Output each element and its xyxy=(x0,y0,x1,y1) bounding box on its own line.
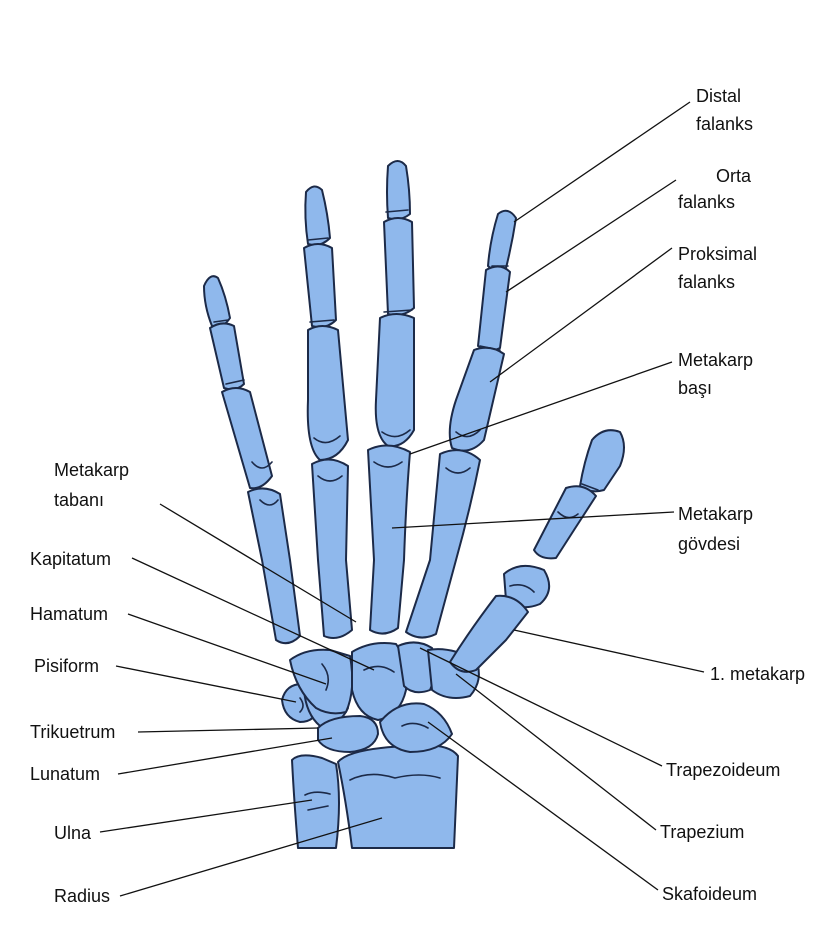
leader-lunatum xyxy=(117,737,333,775)
middle-finger xyxy=(367,160,415,635)
leader-skafoideum xyxy=(427,721,659,891)
label-metakarp-govdesi-line2: gövdesi xyxy=(678,534,740,554)
hand-skeleton xyxy=(203,160,625,849)
label-metakarp-basi-line1: Metakarp xyxy=(678,350,753,370)
label-trikuetrum: Trikuetrum xyxy=(30,722,115,742)
leader-radius xyxy=(119,817,383,897)
leader-ulna xyxy=(99,799,313,833)
label-metakarp-tabani-line2: tabanı xyxy=(54,490,104,510)
leader-orta-falanks xyxy=(505,179,677,293)
leader-1-metakarp xyxy=(513,629,705,673)
hamatum-bone xyxy=(289,648,354,715)
ring-finger xyxy=(303,185,353,639)
kapitatum-bone xyxy=(351,642,408,721)
leader-trapezoideum xyxy=(419,647,663,767)
label-metakarp-tabani-line1: Metakarp xyxy=(54,460,129,480)
leader-kapitatum xyxy=(131,557,375,671)
leader-proksimal-falanks xyxy=(489,247,673,383)
leader-trapezium xyxy=(455,673,657,831)
label-orta-falanks-line1: Orta xyxy=(716,166,752,186)
leader-metakarp-tabani xyxy=(159,503,357,623)
leader-lines xyxy=(99,101,705,897)
label-proksimal-falanks-line1: Proksimal xyxy=(678,244,757,264)
radius-bone xyxy=(337,744,459,849)
label-metakarp-basi-line2: başı xyxy=(678,378,712,398)
leader-metakarp-govdesi xyxy=(391,511,675,529)
label-trapezium: Trapezium xyxy=(660,822,744,842)
label-pisiform: Pisiform xyxy=(34,656,99,676)
label-orta-falanks-line2: falanks xyxy=(678,192,735,212)
little-finger xyxy=(203,275,301,645)
leader-hamatum xyxy=(127,613,327,685)
label-1-metakarp: 1. metakarp xyxy=(710,664,805,684)
label-radius: Radius xyxy=(54,886,110,906)
label-skafoideum: Skafoideum xyxy=(662,884,757,904)
leader-distal-falanks xyxy=(513,101,691,223)
leader-metakarp-basi xyxy=(409,361,673,455)
label-metakarp-govdesi-line1: Metakarp xyxy=(678,504,753,524)
label-trapezoideum: Trapezoideum xyxy=(666,760,780,780)
label-lunatum: Lunatum xyxy=(30,764,100,784)
leader-trikuetrum xyxy=(137,727,319,733)
thumb xyxy=(449,429,625,673)
leader-pisiform xyxy=(115,665,297,703)
labels: Distal falanks Orta falanks Proksimal fa… xyxy=(30,86,805,906)
label-ulna: Ulna xyxy=(54,823,92,843)
label-distal-falanks-line2: falanks xyxy=(696,114,753,134)
label-hamatum: Hamatum xyxy=(30,604,108,624)
index-finger xyxy=(405,209,517,639)
label-proksimal-falanks-line2: falanks xyxy=(678,272,735,292)
lunatum-bone xyxy=(317,715,379,753)
label-kapitatum: Kapitatum xyxy=(30,549,111,569)
skafoideum-bone xyxy=(379,702,453,753)
label-distal-falanks-line1: Distal xyxy=(696,86,741,106)
